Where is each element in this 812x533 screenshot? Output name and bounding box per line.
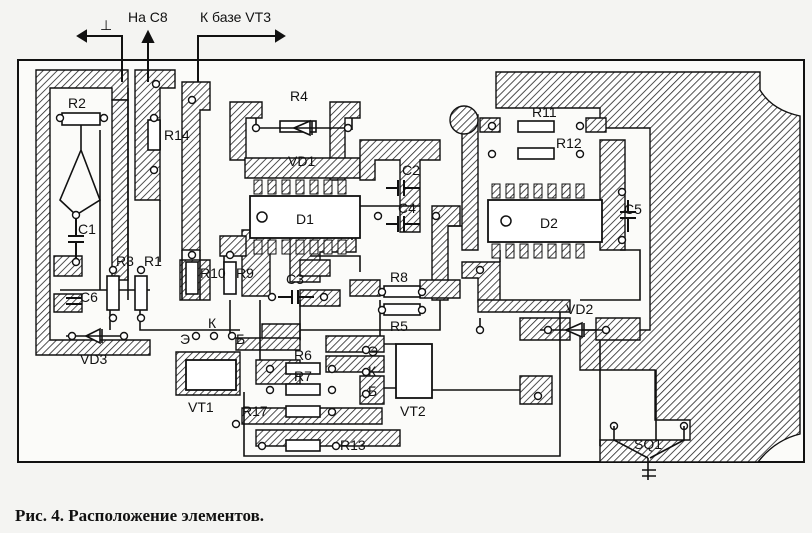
- switch-sq1: [613, 426, 685, 480]
- connector-vt3-label: К базе VT3: [200, 9, 271, 25]
- label-c4: C4: [398, 200, 416, 216]
- label-vt2-k: К: [368, 363, 377, 379]
- ic-d1: [249, 179, 361, 255]
- label-vd2: VD2: [566, 301, 593, 317]
- label-r13: R13: [340, 437, 366, 453]
- label-c3: C3: [286, 271, 304, 287]
- pads: [55, 79, 689, 451]
- connector-c8-label: На С8: [128, 9, 168, 25]
- label-c2: C2: [402, 162, 420, 178]
- transistor-vt1: [185, 359, 237, 391]
- capacitors: [66, 180, 636, 305]
- connector-ground-label: ⊥: [100, 17, 112, 33]
- potentiometer-r2: [59, 125, 101, 217]
- diodes: [66, 119, 610, 345]
- label-r3: R3: [116, 253, 134, 269]
- resistors: [61, 112, 555, 452]
- label-vd1: VD1: [288, 153, 315, 169]
- label-r17: R17: [242, 403, 268, 419]
- label-vt1: VT1: [188, 399, 214, 415]
- label-vt1-k: К: [208, 315, 217, 331]
- label-r7: R7: [294, 368, 312, 384]
- label-r14: R14: [164, 127, 190, 143]
- label-sq1: SQ1: [634, 436, 662, 452]
- label-c6: C6: [80, 289, 98, 305]
- top-connectors: [76, 29, 286, 82]
- label-d1: D1: [296, 211, 314, 227]
- label-r6: R6: [294, 347, 312, 363]
- figure-caption: Рис. 4. Расположение элементов.: [15, 506, 265, 525]
- label-r5: R5: [390, 318, 408, 334]
- label-vt1-b: Б: [236, 331, 245, 347]
- label-r4: R4: [290, 88, 308, 104]
- copper-pours: [35, 69, 801, 463]
- label-vt2-b: Б: [368, 383, 377, 399]
- label-d2: D2: [540, 215, 558, 231]
- transistor-vt2: [395, 343, 433, 399]
- label-vt2: VT2: [400, 403, 426, 419]
- label-vt1-e: Э: [180, 331, 190, 347]
- label-r12: R12: [556, 135, 582, 151]
- label-r10: R10: [200, 265, 226, 281]
- label-c1: C1: [78, 221, 96, 237]
- label-r8: R8: [390, 269, 408, 285]
- label-r9: R9: [236, 265, 254, 281]
- label-c5: C5: [624, 201, 642, 217]
- label-r11: R11: [532, 104, 557, 120]
- label-r2: R2: [68, 95, 86, 111]
- label-r1: R1: [144, 253, 162, 269]
- mounting-hole: [449, 105, 479, 135]
- label-vd3: VD3: [80, 351, 107, 367]
- ic-d2: [487, 183, 603, 259]
- label-vt2-e: Э: [368, 343, 378, 359]
